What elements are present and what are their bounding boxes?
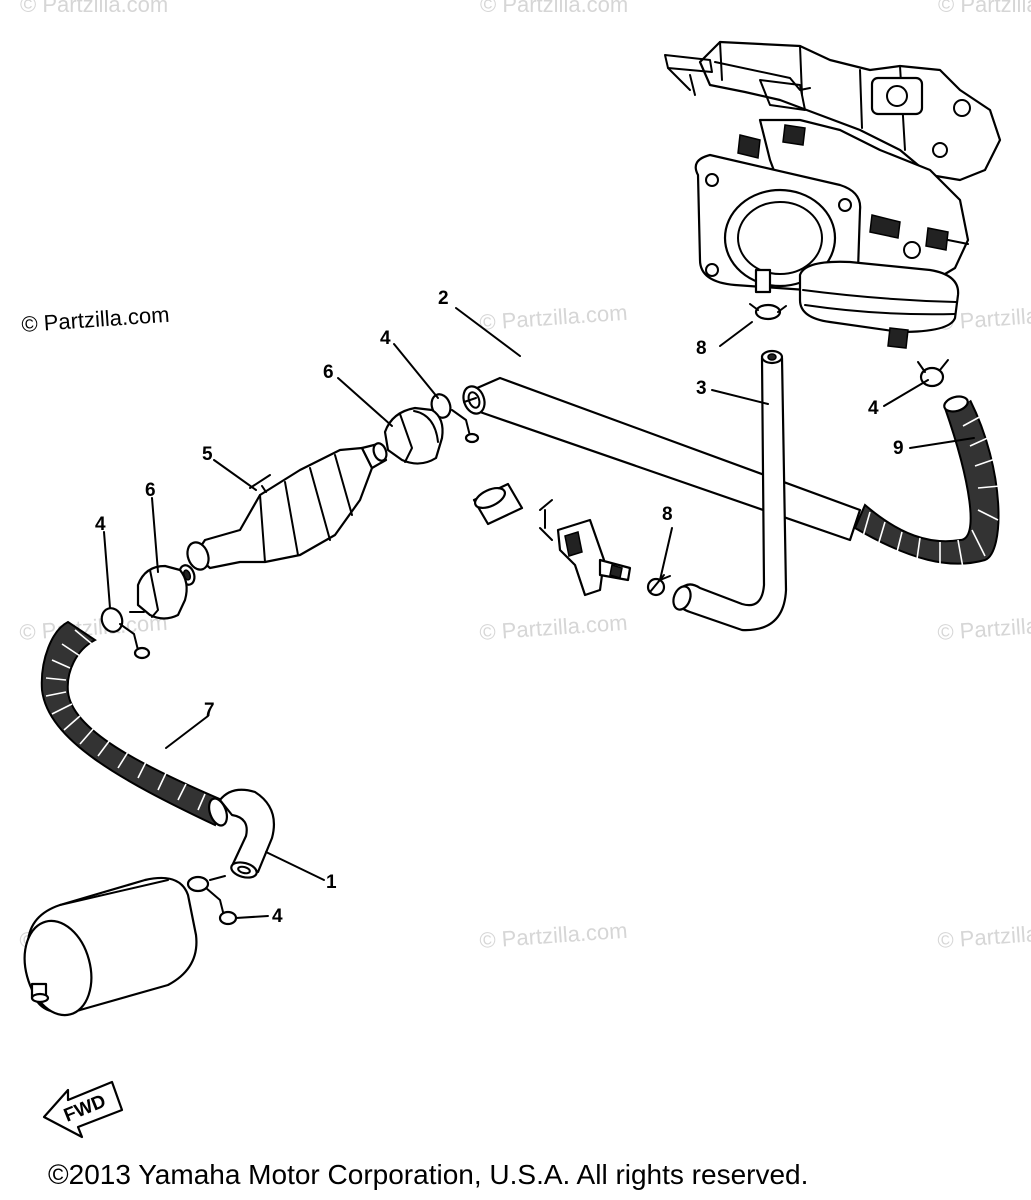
part-4-clip-lower bbox=[186, 875, 238, 926]
leader-9 bbox=[909, 437, 975, 449]
callout-6-upper: 6 bbox=[323, 362, 334, 383]
leader-1 bbox=[265, 851, 325, 881]
watermark: © Partzilla.com bbox=[479, 300, 629, 335]
callout-4-right: 4 bbox=[868, 398, 879, 419]
leader-7 bbox=[165, 715, 209, 749]
leader-4-right bbox=[883, 379, 929, 407]
callout-4-left: 4 bbox=[95, 514, 106, 535]
leader-3 bbox=[711, 389, 769, 405]
callout-4-lower: 4 bbox=[272, 906, 283, 927]
watermark: © Partzilla.com bbox=[479, 918, 629, 953]
part-3-vertical-hose bbox=[672, 349, 788, 632]
leader-5 bbox=[213, 459, 257, 491]
leader-4-left bbox=[103, 531, 111, 609]
callout-5: 5 bbox=[202, 444, 213, 465]
callout-8-upper: 8 bbox=[696, 338, 707, 359]
part-5-primer-bulb bbox=[186, 442, 388, 571]
watermark: © Partzilla.com bbox=[937, 918, 1031, 953]
callout-1: 1 bbox=[326, 872, 337, 893]
callout-8-lower: 8 bbox=[662, 504, 673, 525]
fuel-filter bbox=[23, 876, 198, 1017]
watermark: © Partzilla.com bbox=[480, 0, 628, 17]
watermark: © Partzilla.com bbox=[479, 610, 629, 645]
leader-2 bbox=[455, 307, 521, 357]
part-1-short-hose bbox=[218, 788, 276, 879]
leader-6-upper bbox=[337, 377, 393, 427]
leader-4-lower bbox=[235, 915, 269, 919]
callout-7: 7 bbox=[204, 700, 215, 721]
callout-4-upper: 4 bbox=[380, 328, 391, 349]
leader-6-lower bbox=[151, 497, 159, 573]
watermark: © Partzilla.com bbox=[937, 610, 1031, 645]
part-8-clip-upper bbox=[749, 303, 787, 321]
callout-3: 3 bbox=[696, 378, 707, 399]
watermark: © Partzilla.com bbox=[20, 0, 168, 17]
part-4-clip-left bbox=[100, 607, 151, 660]
fuel-joint-fitting bbox=[472, 482, 671, 597]
copyright-notice: ©2013 Yamaha Motor Corporation, U.S.A. A… bbox=[48, 1159, 808, 1190]
part-7-corrugated-hose bbox=[40, 620, 229, 827]
callout-2: 2 bbox=[438, 288, 449, 309]
callout-labels: 2 3 8 8 4 9 4 6 5 6 4 7 1 4 bbox=[95, 288, 904, 927]
leader-8-lower bbox=[659, 527, 673, 581]
leader-4-upper bbox=[393, 343, 439, 399]
fwd-arrow: FWD bbox=[42, 1080, 124, 1139]
callout-leaders bbox=[103, 307, 975, 919]
part-6-clamp-lower bbox=[136, 564, 188, 620]
watermark-group: © Partzilla.com © Partzilla.com © Partzi… bbox=[19, 0, 1031, 953]
carburetor bbox=[664, 40, 1002, 349]
callout-9: 9 bbox=[893, 438, 904, 459]
callout-6-lower: 6 bbox=[145, 480, 156, 501]
part-6-clamp-upper bbox=[383, 406, 444, 465]
watermark: © Partzilla.com bbox=[938, 0, 1031, 17]
part-9-corrugated-hose bbox=[853, 395, 1001, 570]
part-2-long-hose bbox=[462, 376, 862, 542]
leader-8-upper bbox=[719, 321, 753, 347]
watermark-prominent: © Partzilla.com bbox=[21, 302, 171, 337]
